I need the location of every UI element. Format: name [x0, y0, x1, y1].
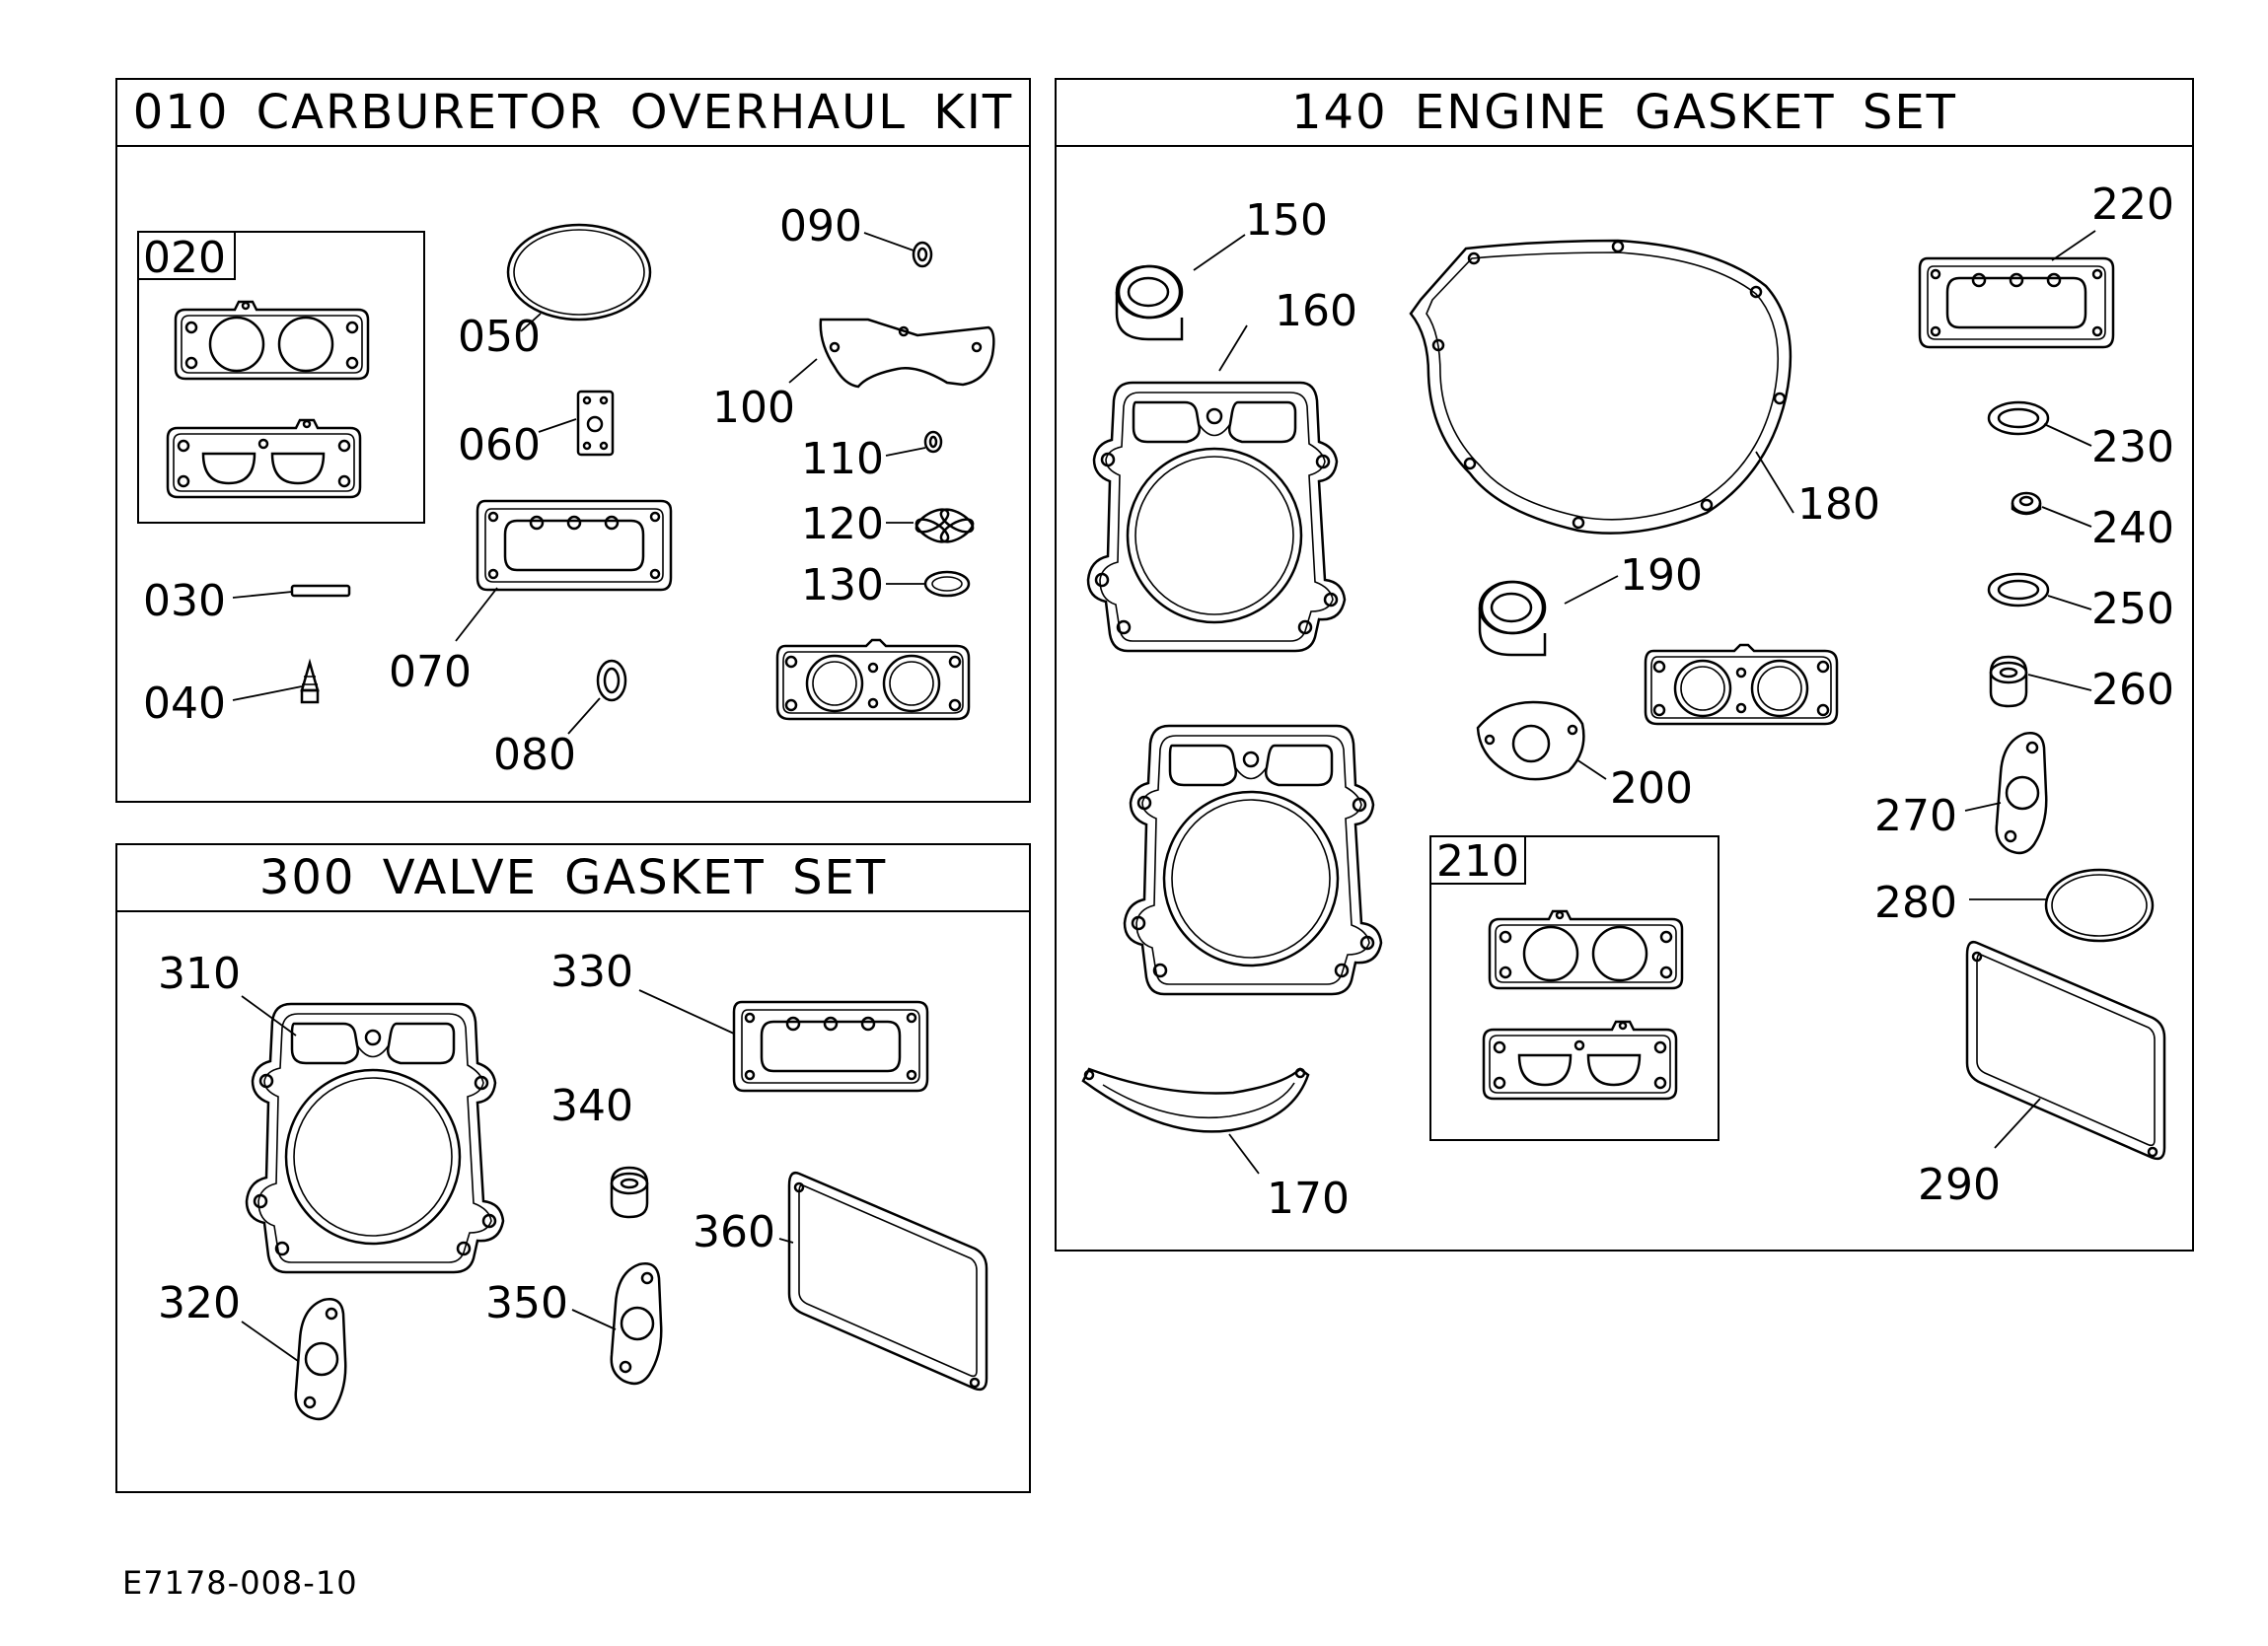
callout-340: 340 — [550, 1081, 633, 1131]
part-020-gasket-a — [174, 300, 370, 381]
callout-360: 360 — [693, 1207, 775, 1257]
valve-gasket-panel: 300 VALVE GASKET SET — [115, 843, 1031, 1493]
part-020-gasket-b — [166, 418, 362, 499]
part-050-o-ring — [506, 223, 652, 322]
part-200-flange-gasket — [1476, 700, 1585, 781]
callout-210: 210 — [1436, 836, 1519, 887]
callout-250: 250 — [2091, 584, 2174, 634]
callout-120: 120 — [801, 499, 884, 549]
part-220-gasket — [1918, 256, 2115, 349]
carburetor-kit-title: 010 CARBURETOR OVERHAUL KIT — [117, 80, 1029, 147]
callout-040: 040 — [143, 679, 226, 729]
callout-110: 110 — [801, 434, 884, 484]
callout-130: 130 — [801, 560, 884, 610]
part-260-stem-seal — [1989, 655, 2028, 708]
engine-gasket-title: 140 ENGINE GASKET SET — [1057, 80, 2192, 147]
part-040-needle — [300, 658, 320, 704]
callout-260: 260 — [2091, 665, 2174, 715]
callout-290: 290 — [1918, 1160, 2001, 1210]
part-head-gasket-49 — [1123, 724, 1383, 996]
box-210-label-frame — [1429, 835, 1526, 885]
part-280-o-ring — [2044, 868, 2155, 943]
callout-230: 230 — [2091, 422, 2174, 472]
callout-080: 080 — [493, 730, 576, 780]
part-230-washer — [1987, 400, 2050, 436]
part-360-rocker-gasket — [787, 1171, 988, 1392]
part-180-crankcase-gasket — [1409, 239, 1792, 535]
part-270-exhaust-gasket — [1995, 732, 2048, 855]
callout-030: 030 — [143, 576, 226, 626]
callout-090: 090 — [779, 201, 862, 251]
part-210-gasket-b — [1482, 1020, 1678, 1101]
part-100-float-bracket — [819, 318, 995, 389]
part-310-head-gasket — [245, 1002, 505, 1274]
part-engine-manifold-gasket — [1644, 643, 1839, 726]
carburetor-kit-panel: 010 CARBURETOR OVERHAUL KIT — [115, 78, 1031, 803]
callout-100: 100 — [712, 383, 795, 433]
part-170-curved-gasket — [1081, 1067, 1310, 1133]
callout-350: 350 — [485, 1278, 568, 1328]
part-340-stem-seal — [610, 1166, 649, 1219]
part-240-seal — [2011, 491, 2042, 516]
callout-150: 150 — [1245, 195, 1328, 246]
drawing-code: E7178-008-10 — [122, 1564, 358, 1602]
callout-240: 240 — [2091, 503, 2174, 553]
callout-170: 170 — [1267, 1174, 1350, 1224]
part-320-exhaust-gasket — [294, 1298, 347, 1421]
callout-310: 310 — [158, 949, 241, 999]
part-210-gasket-a — [1488, 909, 1684, 990]
part-080-seal — [596, 659, 627, 702]
part-250-washer — [1987, 572, 2050, 608]
callout-020: 020 — [143, 233, 226, 283]
callout-200: 200 — [1610, 763, 1693, 814]
callout-280: 280 — [1874, 878, 1957, 928]
engine-gasket-panel: 140 ENGINE GASKET SET — [1055, 78, 2194, 1252]
part-160-head-gasket — [1086, 381, 1347, 653]
callout-060: 060 — [458, 420, 541, 470]
box-020 — [137, 231, 425, 524]
callout-160: 160 — [1275, 286, 1357, 336]
callout-320: 320 — [158, 1278, 241, 1328]
part-330-gasket — [732, 1000, 929, 1093]
callout-190: 190 — [1620, 550, 1703, 601]
part-290-rocker-gasket — [1965, 940, 2166, 1161]
box-020-label-frame — [137, 231, 236, 280]
callout-330: 330 — [550, 947, 633, 997]
valve-gasket-title: 300 VALVE GASKET SET — [117, 845, 1029, 912]
callout-050: 050 — [458, 312, 541, 362]
part-350-exhaust-gasket — [610, 1262, 663, 1386]
part-110-washer — [923, 430, 943, 454]
part-150-oil-seal — [1115, 264, 1184, 341]
callout-180: 180 — [1797, 479, 1880, 530]
part-060-plate — [576, 390, 615, 457]
box-210 — [1429, 835, 1719, 1141]
callout-270: 270 — [1874, 791, 1957, 841]
part-090-nut — [912, 241, 933, 268]
callout-070: 070 — [389, 647, 472, 697]
part-carb-manifold-gasket — [775, 638, 971, 721]
part-030-pin — [290, 584, 351, 598]
callout-220: 220 — [2091, 179, 2174, 230]
part-120-clip — [915, 508, 975, 543]
part-190-oil-seal — [1478, 580, 1547, 657]
part-130-ring — [923, 570, 971, 598]
part-070-gasket — [476, 499, 673, 592]
